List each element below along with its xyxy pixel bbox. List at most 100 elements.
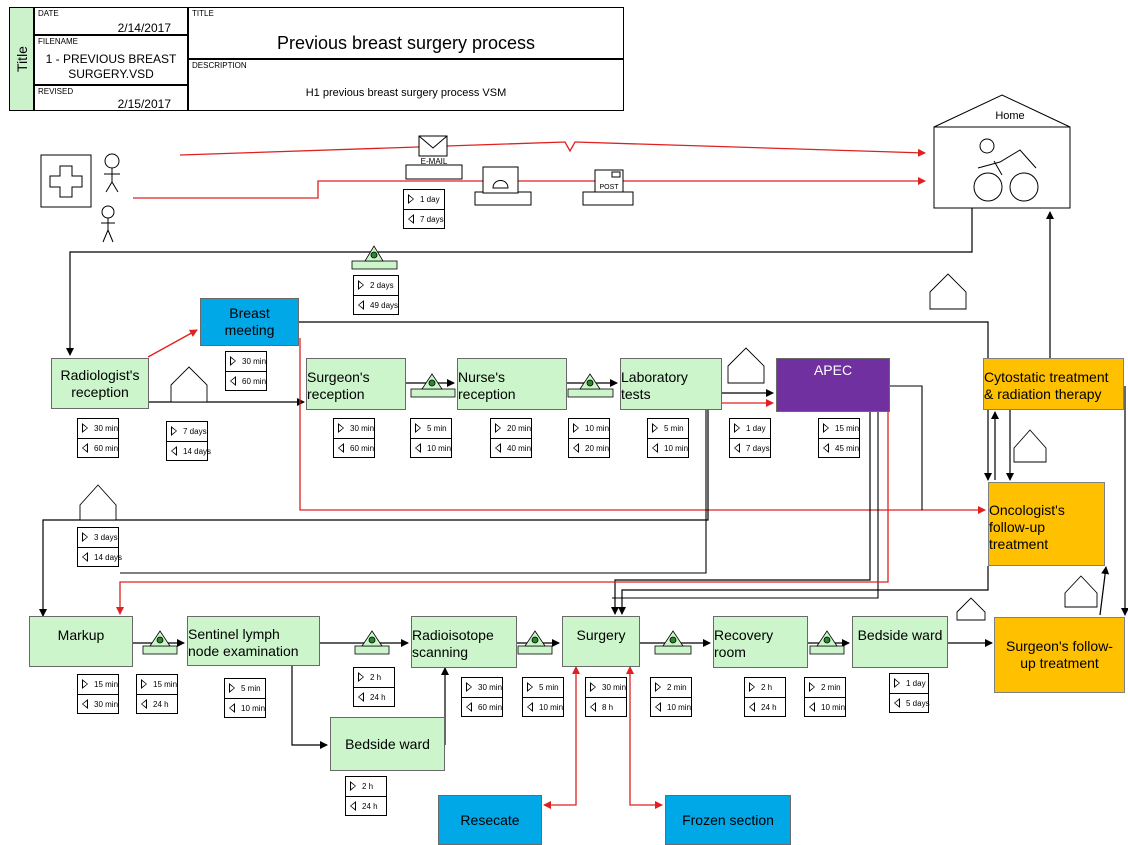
oncologist-label-1: Oncologist's <box>989 501 1065 518</box>
apec-label: APEC <box>813 362 853 378</box>
bedside-right-label: Bedside ward <box>857 627 943 643</box>
recovery-time-2: 24 h <box>761 703 777 712</box>
process-resecate[interactable]: Resecate <box>438 795 542 845</box>
surgeon-label-2: reception <box>307 385 365 402</box>
wait-lab-time-2: 7 days <box>746 444 770 453</box>
info-time-2: 7 days <box>420 215 444 224</box>
wait-surgery-time-1: 5 min <box>539 683 559 692</box>
email-label: E-MAIL <box>420 157 448 166</box>
time-box-info-flow: 1 day 7 days <box>403 189 445 229</box>
home-icon <box>933 94 1071 209</box>
flow-lab-to-sentinel <box>120 410 707 574</box>
title-block-tab-label: Title <box>13 46 30 72</box>
lab-time-2: 10 min <box>664 444 689 453</box>
lab-time-1: 5 min <box>664 424 684 433</box>
flow-lab-to-markup <box>39 410 709 617</box>
sentinel-time-1: 5 min <box>241 684 261 693</box>
lab-label-2: tests <box>621 385 651 402</box>
wait-bedside-time-1: 2 min <box>821 683 841 692</box>
time-box-wait-surgeon: 5 min 10 min <box>410 418 452 458</box>
info-time-1: 1 day <box>420 195 440 204</box>
process-markup[interactable]: Markup <box>29 616 133 667</box>
breast-meeting-label-1: Breast <box>229 305 270 321</box>
nurse-time-1: 20 min <box>507 424 532 433</box>
process-recovery-room[interactable]: Recovery room <box>713 616 808 668</box>
process-bedside-ward-bottom[interactable]: Bedside ward <box>330 717 445 771</box>
filename-cell: FILENAME 1 - PREVIOUS BREAST SURGERY.VSD <box>34 35 188 85</box>
process-surgery[interactable]: Surgery <box>562 616 640 667</box>
wait-radiologist-time-2: 14 days <box>183 447 212 456</box>
frozen-section-label: Frozen section <box>682 811 774 828</box>
wait-radioisotope-time-2: 24 h <box>370 693 386 702</box>
process-oncologist-followup[interactable]: Oncologist's follow-up treatment <box>988 482 1105 566</box>
breast-meeting-time-1: 30 min <box>242 357 267 366</box>
wait-sentinel-time-2: 24 h <box>153 700 169 709</box>
markup-label: Markup <box>57 627 105 643</box>
process-frozen-section[interactable]: Frozen section <box>665 795 791 845</box>
process-surgeon-reception[interactable]: Surgeon's reception <box>306 358 406 410</box>
cytostatic-label-2: & radiation therapy <box>984 385 1102 402</box>
wait-markup-time-2: 14 days <box>94 553 123 562</box>
surgeon-label-1: Surgeon's <box>307 368 370 385</box>
surgeon-followup-label-2: up treatment <box>1020 655 1099 671</box>
radiologist-time-2: 60 min <box>94 444 119 453</box>
radioisotope-time-2: 60 min <box>478 703 503 712</box>
time-box-apec: 15 min 45 min <box>818 418 860 458</box>
surgeon-followup-label-1: Surgeon's follow- <box>1006 638 1113 654</box>
breast-meeting-label-2: meeting <box>224 322 275 338</box>
process-radioisotope-scanning[interactable]: Radioisotope scanning <box>411 616 517 668</box>
oncologist-label-2: follow-up <box>989 518 1046 535</box>
process-laboratory-tests[interactable]: Laboratory tests <box>620 358 722 410</box>
inventory-icons <box>142 245 845 655</box>
time-box-breast-meeting: 30 min 60 min <box>225 351 267 391</box>
description-cell: DESCRIPTION H1 previous breast surgery p… <box>188 59 624 111</box>
time-box-radioisotope: 30 min 60 min <box>461 677 503 717</box>
process-nurse-reception[interactable]: Nurse's reception <box>457 358 567 410</box>
flow-apec-to-surgery <box>611 412 871 615</box>
wait-radiologist-time-1: 7 days <box>183 427 207 436</box>
wait-nurse-time-2: 20 min <box>585 444 610 453</box>
wait-bedside-time-2: 10 min <box>821 703 846 712</box>
revised-label: REVISED <box>38 87 74 96</box>
process-surgeon-followup[interactable]: Surgeon's follow- up treatment <box>994 617 1125 693</box>
recovery-label-1: Recovery <box>714 626 774 643</box>
inv-top-time-1: 2 days <box>370 281 394 290</box>
description-label: DESCRIPTION <box>192 61 247 70</box>
breast-meeting-time-2: 60 min <box>242 377 267 386</box>
process-breast-meeting[interactable]: Breast meeting <box>200 298 299 346</box>
bedside-bottom-time-1: 2 h <box>362 782 374 791</box>
process-bedside-ward-right[interactable]: Bedside ward <box>852 616 948 668</box>
sentinel-time-2: 10 min <box>241 704 266 713</box>
surgery-time-2: 8 h <box>602 703 614 712</box>
inv-top-time-2: 49 days <box>370 301 399 310</box>
person-icon <box>101 153 120 243</box>
wait-radioisotope-time-1: 2 h <box>370 673 382 682</box>
surgeon-time-1: 30 min <box>350 424 375 433</box>
recovery-label-2: room <box>714 643 746 660</box>
radioisotope-label-1: Radioisotope <box>412 626 494 643</box>
process-radiologist-reception[interactable]: Radiologist's reception <box>51 358 149 409</box>
nurse-time-2: 40 min <box>507 444 532 453</box>
phone-icon <box>474 166 532 206</box>
process-sentinel-lymph-node[interactable]: Sentinel lymph node examination <box>187 616 320 666</box>
flow-surgeon-fu-to-oncologist <box>1099 566 1110 616</box>
surgery-label: Surgery <box>576 627 626 643</box>
process-apec[interactable]: APEC <box>776 358 890 412</box>
nurse-label-1: Nurse's <box>458 368 506 385</box>
time-box-wait-recovery: 2 min 10 min <box>650 677 692 717</box>
bedside-bottom-time-2: 24 h <box>362 802 378 811</box>
flow-radiologist-to-meeting <box>147 329 198 358</box>
time-box-wait-sentinel: 15 min 24 h <box>136 674 178 714</box>
lab-label-1: Laboratory <box>621 368 688 385</box>
time-box-wait-bedside: 2 min 10 min <box>804 677 846 717</box>
wait-recovery-time-1: 2 min <box>667 683 687 692</box>
markup-time-2: 30 min <box>94 700 119 709</box>
time-box-inventory-top: 2 days 49 days <box>353 275 399 315</box>
time-box-wait-lab: 1 day 7 days <box>729 418 771 458</box>
oncologist-label-3: treatment <box>989 535 1049 552</box>
post-label: POST <box>599 184 619 191</box>
date-cell: DATE 2/14/2017 <box>34 7 188 35</box>
process-cytostatic-treatment[interactable]: Cytostatic treatment & radiation therapy <box>983 358 1124 410</box>
